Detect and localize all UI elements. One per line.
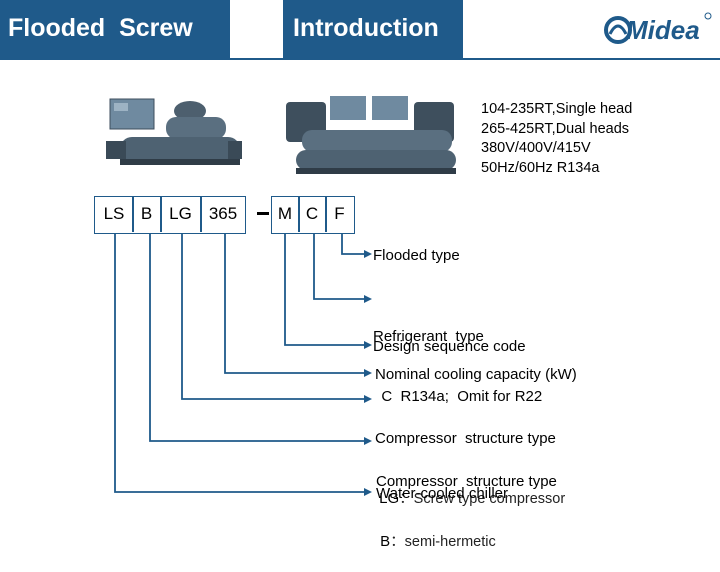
legend-compressor-b-line: B：semi-hermetic	[376, 532, 557, 552]
legend-compressor-b-title: Compressor structure type	[376, 473, 557, 490]
code-cell-c: C	[305, 204, 319, 223]
model-code-box-left	[94, 196, 246, 234]
line-design	[284, 233, 368, 346]
line-refrigerant	[313, 233, 368, 300]
cell-divider	[160, 196, 162, 232]
code-cell-365: 365	[208, 204, 238, 223]
code-cell-m: M	[277, 204, 293, 223]
arrow-head	[364, 250, 372, 258]
legend-capacity: Nominal cooling capacity (kW)	[375, 366, 577, 383]
chiller-machine-image	[106, 98, 242, 165]
legend-compressor-b-detail: ：semi-hermetic	[390, 534, 496, 550]
cell-divider	[325, 196, 327, 232]
model-code-box-right	[271, 196, 355, 234]
legend-flooded: Flooded type	[373, 247, 460, 264]
legend-compressor-lg-code: LG	[375, 490, 400, 507]
spec-voltage: 380V/400V/415V	[481, 140, 591, 156]
arrow-head	[364, 369, 372, 377]
spec-capacity-single: 104-235RT,Single head	[481, 101, 633, 117]
header-banner-left	[0, 0, 230, 58]
legend-compressor-lg-title: Compressor structure type	[375, 430, 556, 447]
spec-list: 104-235RT,Single head 265-425RT,Dual hea…	[481, 100, 632, 178]
line-flooded	[341, 233, 368, 255]
cell-divider	[132, 196, 134, 232]
cell-divider	[200, 196, 202, 232]
midea-logo-icon	[604, 12, 712, 44]
spec-frequency-refrigerant: 50Hz/60Hz R134a	[481, 159, 600, 176]
section-title: Introduction	[293, 14, 439, 42]
legend-design-sequence: Design sequence code	[373, 338, 526, 355]
dual-chiller-machine-image	[286, 96, 456, 174]
legend-refrigerant-title: Refrigerant type	[373, 328, 484, 345]
legend-water-cooled: Water-cooled chiller	[376, 485, 508, 502]
section-banner	[283, 0, 463, 58]
legend-refrigerant: Refrigerant type C R134a; Omit for R22	[373, 287, 542, 427]
connector-lines	[114, 233, 372, 496]
line-compressor-b	[149, 233, 368, 442]
line-compressor-lg	[181, 233, 368, 400]
code-cell-ls: LS	[103, 204, 125, 223]
arrow-head	[364, 437, 372, 445]
code-dash	[257, 212, 269, 215]
code-cell-b: B	[140, 204, 153, 223]
arrow-head	[364, 488, 372, 496]
code-cell-f: F	[334, 204, 345, 223]
arrow-head	[364, 295, 372, 303]
legend-compressor-lg: Compressor structure type LG：Screw type …	[375, 389, 565, 529]
arrow-head	[364, 341, 372, 349]
brand-name: Midea	[626, 15, 700, 45]
arrow-head	[364, 395, 372, 403]
legend-refrigerant-detail: C R134a; Omit for R22	[373, 388, 543, 405]
line-capacity	[224, 233, 368, 374]
cell-divider	[298, 196, 300, 232]
legend-compressor-lg-line: LG：Screw type compressor	[375, 489, 565, 509]
header-divider	[0, 58, 720, 60]
legend-compressor-b-code: B	[376, 533, 391, 550]
spec-capacity-dual: 265-425RT,Dual heads	[481, 120, 630, 137]
line-water-cooled	[114, 233, 368, 493]
legend-compressor-lg-detail: ：Screw type compressor	[399, 491, 566, 507]
page-title: Flooded Screw	[8, 14, 193, 42]
code-cell-lg: LG	[169, 204, 192, 223]
